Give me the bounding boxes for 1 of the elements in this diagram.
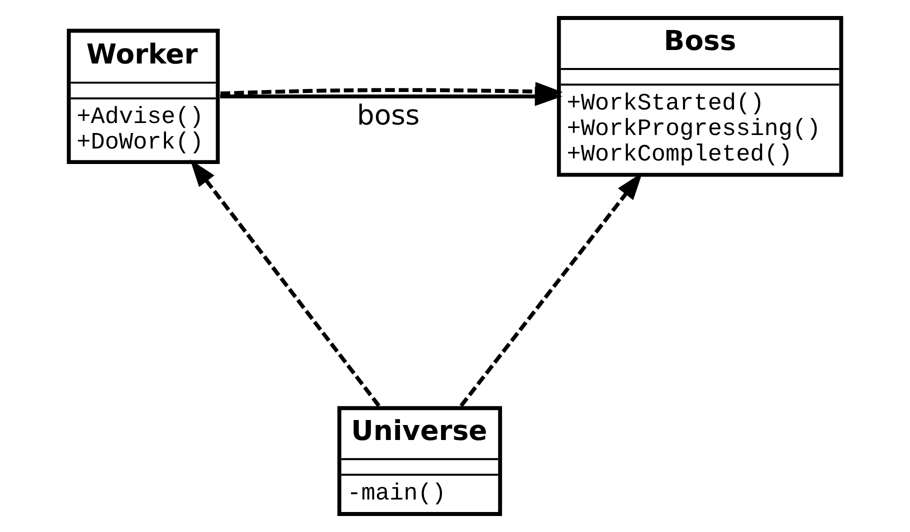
edge-label: boss xyxy=(356,100,420,132)
